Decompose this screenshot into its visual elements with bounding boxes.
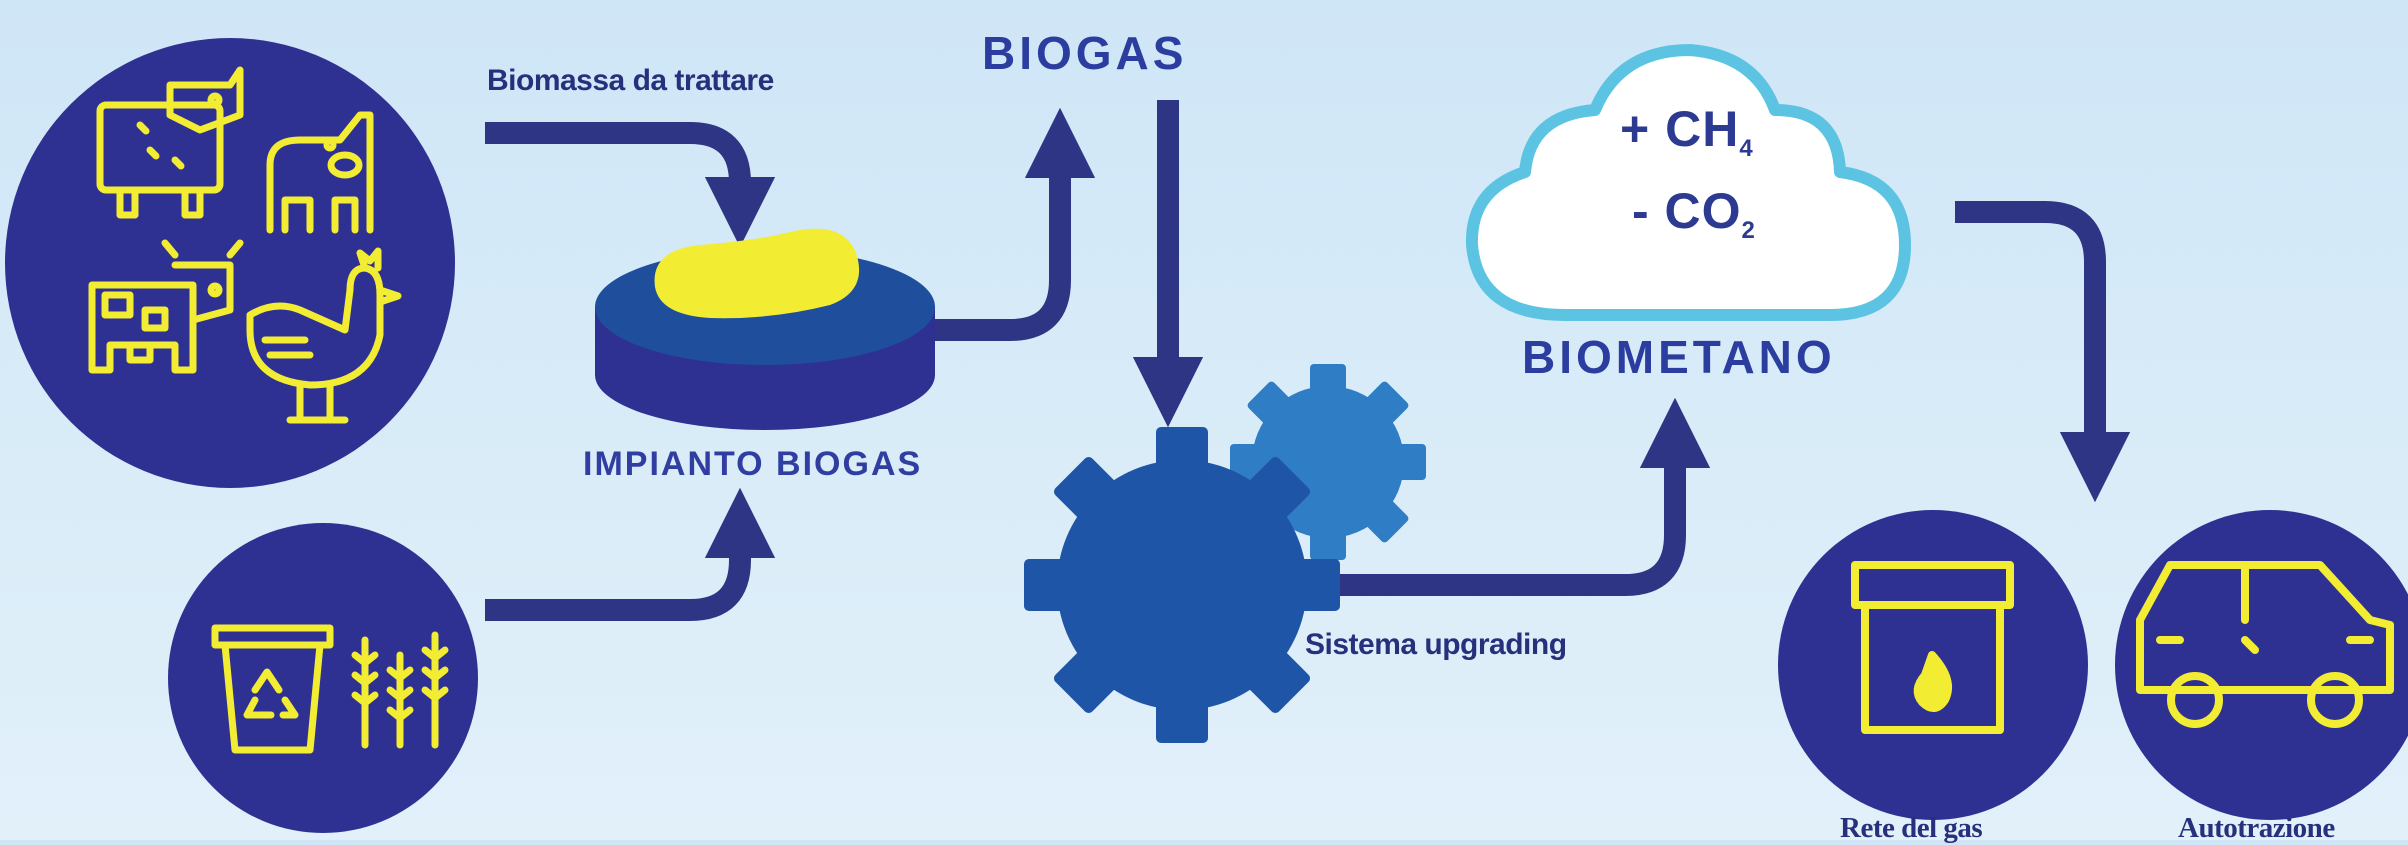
pig-icon: [266, 111, 374, 234]
automotive-circle: [2115, 510, 2408, 820]
digester-icon: [595, 228, 935, 430]
ch4-subscript: 4: [1739, 135, 1754, 162]
automotive-label: Autotrazione: [2178, 812, 2335, 844]
arrow-animals-to-plant: [485, 122, 776, 248]
animals-circle: [5, 38, 455, 488]
cow-icon: [88, 239, 244, 374]
arrow-biomethane-to-uses: [1955, 201, 2131, 503]
co2-subscript: 2: [1741, 217, 1756, 244]
flow-arrows: [485, 100, 2131, 621]
recycle-bin-icon: [211, 624, 334, 754]
wheat-icon: [351, 631, 449, 749]
waste-circle: [168, 523, 478, 833]
biogas-title: BIOGAS: [982, 27, 1188, 79]
ch4-formula: + CH4: [1620, 100, 1754, 163]
gears-icon: [1024, 364, 1426, 743]
upgrading-label: Sistema upgrading: [1305, 628, 1567, 661]
car-icon: [2136, 561, 2394, 728]
arrow-plant-to-biogas: [935, 107, 1096, 341]
chicken-icon: [246, 247, 402, 424]
arrow-waste-to-plant: [485, 487, 776, 621]
biomass-input-label: Biomassa da trattare: [487, 64, 774, 97]
plant-label: IMPIANTO BIOGAS: [583, 445, 923, 483]
arrow-upgrading-to-biomethane: [1310, 397, 1711, 596]
biomethane-title: BIOMETANO: [1522, 331, 1836, 383]
co2-text: - CO: [1632, 183, 1742, 239]
sheep-icon: [96, 66, 244, 219]
co2-formula: - CO2: [1632, 182, 1756, 245]
house-flame-icon: [1851, 561, 2014, 734]
ch4-text: + CH: [1620, 101, 1740, 157]
cloud-icon: [1465, 44, 1911, 321]
gas-grid-label: Rete del gas: [1840, 812, 1983, 844]
gas-grid-circle: [1778, 510, 2088, 820]
